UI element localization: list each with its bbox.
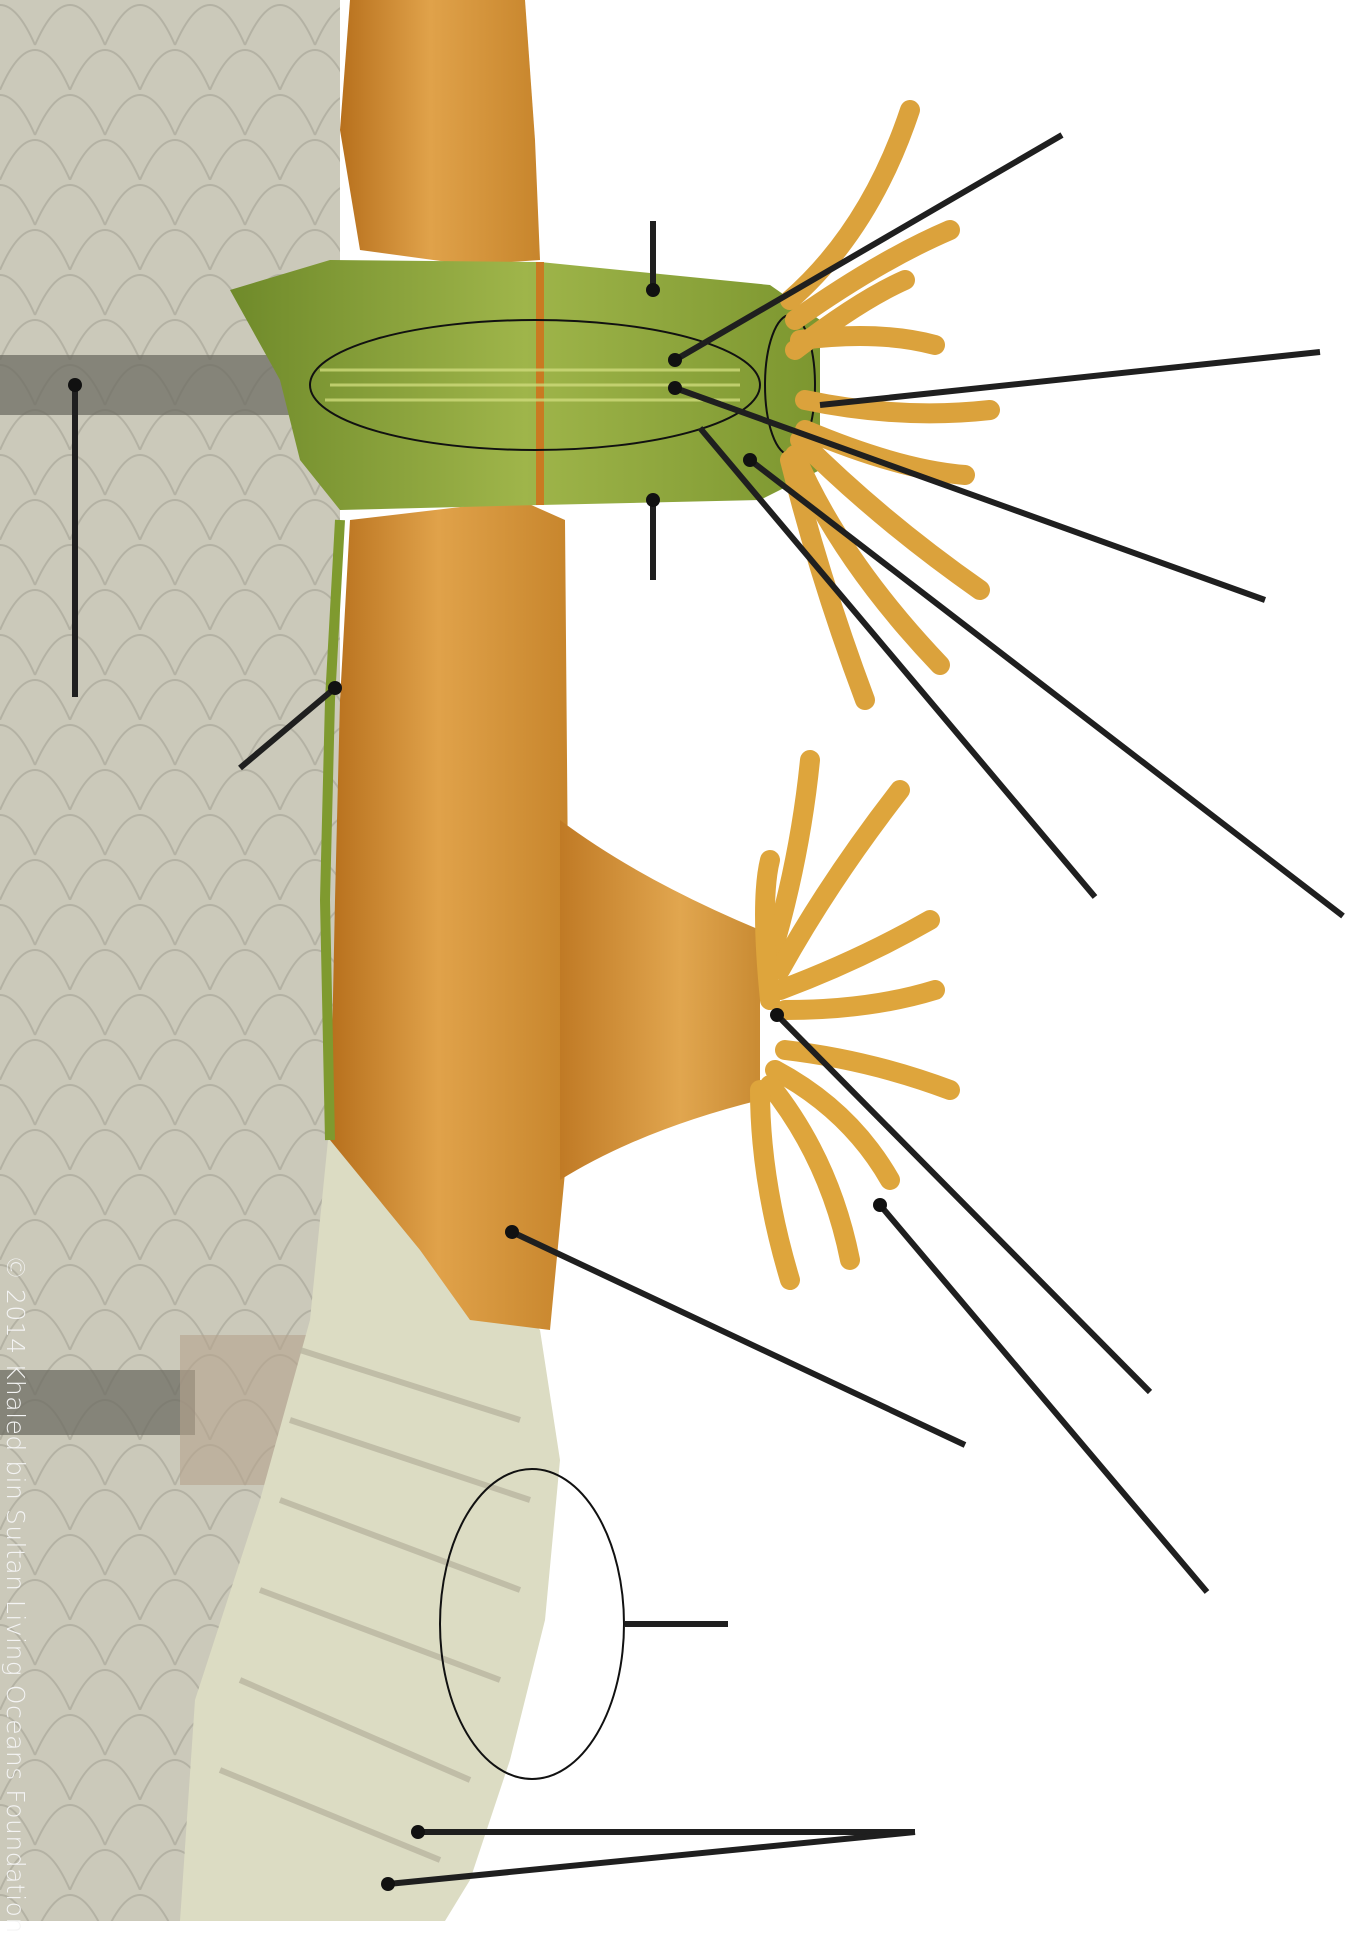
dot-polyp2-mouth [770, 1008, 784, 1022]
dot-tissue-edge [328, 681, 342, 695]
leader-polyp2-tentacle [880, 1205, 1207, 1592]
dot-upper-left [68, 378, 82, 392]
dot-bottom-b [381, 1877, 395, 1891]
leader-coenosarc [512, 1232, 965, 1445]
leader-tentacle-base [750, 460, 1343, 916]
polyp2-tentacles [760, 760, 950, 1280]
dot-coenosarc [505, 1225, 519, 1239]
polyp2-stalk [560, 820, 760, 1180]
dot-polyp-wall-top [646, 283, 660, 297]
leader-gastrodermis [700, 428, 1095, 897]
dot-tentacle-base [743, 453, 757, 467]
coenosarc-upper [340, 0, 540, 265]
dot-gastric-upper [668, 353, 682, 367]
dot-polyp2-tentacle [873, 1198, 887, 1212]
leader-mouth [820, 352, 1320, 405]
dot-gastric-center [668, 381, 682, 395]
dot-bottom-a [411, 1825, 425, 1839]
copyright-credit: © 2014 Khaled bin Sultan Living Oceans F… [1, 1255, 30, 1934]
dot-polyp-wall-bottom [646, 493, 660, 507]
